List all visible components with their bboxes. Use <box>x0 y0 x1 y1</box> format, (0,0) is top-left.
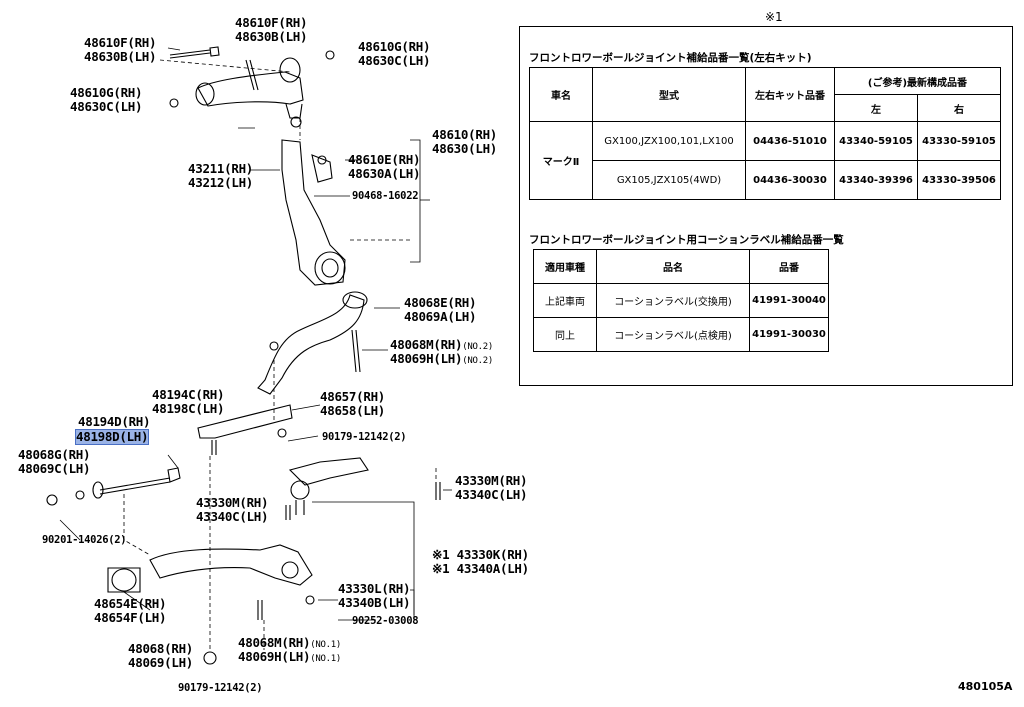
table1-title: フロントロワーボールジョイント補給品番一覧(左右キット) <box>529 52 812 64</box>
cell-left: 43340-59105 <box>834 121 918 161</box>
cell-applicable: 同上 <box>533 317 597 352</box>
label-48198d-highlighted[interactable]: 48198D(LH) <box>74 429 150 445</box>
steering-knuckle-shape <box>281 139 346 286</box>
label-48069h-no2: 48069H(LH)(NO.2) <box>390 351 493 367</box>
reference-mark: ※1 <box>765 10 783 24</box>
label-48657: 48657(RH) 48658(LH) <box>320 389 386 418</box>
label-48610f-left: 48610F(RH) 48630B(LH) <box>84 35 157 64</box>
label-90179-lower: 90179-12142(2) <box>178 682 263 694</box>
supply-part-info-panel: フロントロワーボールジョイント補給品番一覧(左右キット) 車名 型式 左右キット… <box>519 26 1013 386</box>
col-model: 型式 <box>592 67 746 122</box>
lower-arm-shape <box>149 544 313 586</box>
cell-name: コーションラベル(点検用) <box>596 317 750 352</box>
label-48068e: 48068E(RH) 48069A(LH) <box>404 295 477 324</box>
label-48194c: 48194C(RH) 48198C(LH) <box>152 387 225 416</box>
label-43330l: 43330L(RH) 43340B(LH) <box>338 581 411 610</box>
label-48610e: 48610E(RH) 48630A(LH) <box>348 152 421 181</box>
cell-kit: 04436-30030 <box>745 160 835 200</box>
label-90252: 90252-03008 <box>352 615 419 627</box>
label-48068-lower-arm: 48068(RH) 48069(LH) <box>128 641 194 670</box>
cell-applicable: 上記車両 <box>533 283 597 318</box>
label-48194d: 48194D(RH) <box>78 414 151 429</box>
col-applicable: 適用車種 <box>533 249 597 284</box>
reinforcement-plate <box>197 404 293 439</box>
cell-right: 43330-59105 <box>917 121 1001 161</box>
strut-bar-shape <box>257 294 365 395</box>
cell-part: 41991-30040 <box>749 283 829 318</box>
cell-part: 41991-30030 <box>749 317 829 352</box>
label-48610g-left: 48610G(RH) 48630C(LH) <box>70 85 143 114</box>
col-name: 品名 <box>596 249 750 284</box>
upper-arm-shape <box>197 71 304 107</box>
col-left: 左 <box>834 94 918 122</box>
ball-joint-kit-table: 車名 型式 左右キット品番 (ご参考)最新構成品番 左 右 マークⅡ GX100… <box>529 67 1001 200</box>
label-43330k: ※1 43330K(RH) ※1 43340A(LH) <box>432 547 529 576</box>
label-43211-knuckle: 43211(RH) 43212(LH) <box>188 161 254 190</box>
label-43330m-right: 43330M(RH) 43340C(LH) <box>455 473 528 502</box>
col-right: 右 <box>917 94 1001 122</box>
cell-kit: 04436-51010 <box>745 121 835 161</box>
cell-left: 43340-39396 <box>834 160 918 200</box>
label-90179-upper: 90179-12142(2) <box>322 431 407 443</box>
label-48068m-no1: 48068M(RH)(NO.1) <box>238 635 341 651</box>
col-part: 品番 <box>749 249 829 284</box>
table2-title: フロントロワーボールジョイント用コーションラベル補給品番一覧 <box>529 234 844 246</box>
cell-model: GX100,JZX100,101,LX100 <box>592 121 746 161</box>
col-vehicle: 車名 <box>529 67 593 122</box>
label-90468: 90468-16022 <box>352 190 419 202</box>
label-43330m-center: 43330M(RH) 43340C(LH) <box>196 495 269 524</box>
col-kit: 左右キット品番 <box>745 67 835 122</box>
caution-label-table: 適用車種 品名 品番 上記車両 コーションラベル(交換用) 41991-3004… <box>533 249 829 352</box>
label-48610-upper-arm: 48610(RH) 48630(LH) <box>432 127 498 156</box>
cell-right: 43330-39506 <box>917 160 1001 200</box>
label-48069h-no1: 48069H(LH)(NO.1) <box>238 649 341 665</box>
label-48654e: 48654E(RH) 48654F(LH) <box>94 596 167 625</box>
col-ref-header: (ご参考)最新構成品番 <box>834 67 1001 95</box>
label-48610g-right: 48610G(RH) 48630C(LH) <box>358 39 431 68</box>
label-48068m-no2: 48068M(RH)(NO.2) <box>390 337 493 353</box>
label-90201: 90201-14026(2) <box>42 534 127 546</box>
upper-arm-bushing <box>195 82 215 106</box>
cell-vehicle: マークⅡ <box>529 121 593 200</box>
cell-name: コーションラベル(交換用) <box>596 283 750 318</box>
label-48068g: 48068G(RH) 48069C(LH) <box>18 447 91 476</box>
figure-code: 480105A <box>958 680 1013 693</box>
cell-model: GX105,JZX105(4WD) <box>592 160 746 200</box>
ball-joint-shape <box>288 457 369 486</box>
label-48610f-top: 48610F(RH) 48630B(LH) <box>235 15 308 44</box>
